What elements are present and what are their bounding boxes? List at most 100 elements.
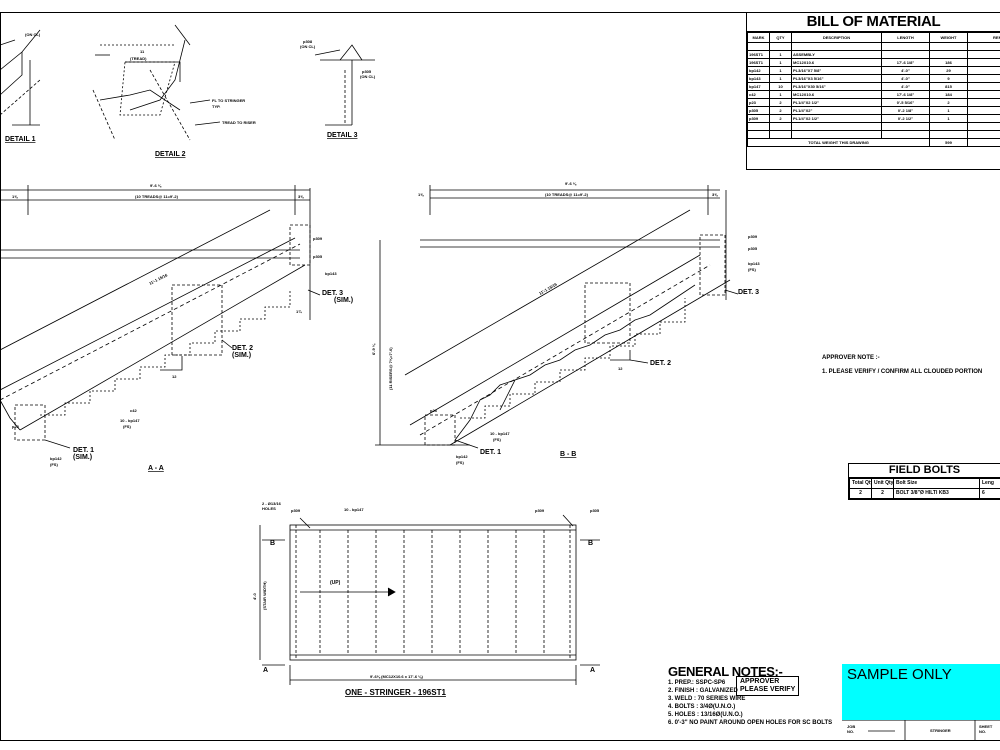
title-strip-job: JOB [847, 724, 855, 729]
bom-cell [791, 122, 882, 131]
bom-cell [967, 82, 1000, 91]
general-note-item: 3. WELD : 70 SERIES WIRE [668, 696, 746, 702]
bom-cell: 815 [929, 82, 968, 91]
bom-cell: 4'-0" [881, 74, 930, 83]
title-strip-sheet-no: NO. [979, 729, 986, 734]
detail-2-typ-note: TYP. [212, 104, 220, 109]
field-bolts-header-cell: Bolt Size [893, 478, 980, 489]
bom-cell: 29 [929, 66, 968, 75]
general-note-item: 6. 0'-3" NO PAINT AROUND OPEN HOLES FOR … [668, 720, 833, 726]
view-a-top-dim: 9'-6 ⅜ [150, 183, 162, 188]
bom-cell: p309 [747, 114, 770, 123]
detail-2-tread-label: (TREAD) [130, 56, 147, 61]
plan-section-b-right: B [588, 540, 593, 547]
bom-cell [881, 42, 930, 51]
field-bolts-cell: 6 [979, 488, 1000, 499]
view-b-bp142: bp142 [456, 454, 468, 459]
view-a-slope: 11'-1 15/16 [148, 272, 169, 286]
view-b-treads: (10 TREADS@ 11=9'-2) [545, 192, 589, 197]
view-b-top-dim: 9'-6 ⅜ [565, 181, 577, 186]
bom-cell [881, 130, 930, 139]
field-bolts-cell: 2 [849, 488, 872, 499]
detail-1 [0, 29, 41, 126]
bom-cell [967, 98, 1000, 107]
detail-2-label: DETAIL 2 [155, 151, 186, 158]
view-a-p305: p305 [313, 254, 323, 259]
detail-3-p305: p305 [362, 69, 372, 74]
detail-3-p308: p308 [303, 39, 313, 44]
bom-cell: 1 [929, 106, 968, 115]
general-note-item: 1. PREP.: SSPC-SP6 [668, 680, 726, 686]
bom-header-cell: WEIGHT [929, 32, 968, 43]
bom-cell: c42 [747, 90, 770, 99]
view-a-label: A - A [148, 465, 164, 472]
bom-cell: 184 [929, 90, 968, 99]
bom-cell [769, 42, 792, 51]
bom-cell: 9 [929, 74, 968, 83]
bom-cell [929, 122, 968, 131]
view-b-p305: p305 [748, 246, 758, 251]
bom-cell: 0'-2 1/8" [881, 106, 930, 115]
bom-cell: 4'-0" [881, 66, 930, 75]
bom-row [747, 130, 1000, 139]
view-b-bp143: bp143 [748, 261, 760, 266]
field-bolts-header-cell: Total Qty. [849, 478, 872, 489]
view-a-right-dim: 3⅝ [298, 194, 304, 199]
bom-cell: PL3/16"X30 5/16" [791, 82, 882, 91]
title-strip-stringer: STRINGER [930, 728, 951, 733]
bom-cell [881, 50, 930, 59]
approver-verify: PLEASE VERIFY [740, 686, 796, 693]
bom-total-rem [967, 138, 1000, 147]
view-a-bp143: bp143 [325, 271, 337, 276]
bom-cell [967, 74, 1000, 83]
bom-cell [967, 90, 1000, 99]
bom-cell: 0'-2 1/2" [881, 114, 930, 123]
bom-cell [769, 130, 792, 139]
view-b-det3: DET. 3 [738, 289, 759, 296]
bom-cell: PL1/4"X2" [791, 106, 882, 115]
view-b-right-dim: 3⅝ [712, 192, 718, 197]
bom-cell: 186 [929, 58, 968, 67]
field-bolts: FIELD BOLTS Total Qty.Unit Qty.Bolt Size… [848, 463, 1000, 500]
detail-2-11-label: 11 [140, 49, 145, 54]
bom-cell [791, 130, 882, 139]
bom-cell: p305 [747, 106, 770, 115]
bom-cell: MC12X10.6 [791, 90, 882, 99]
bom-cell [747, 42, 770, 51]
bom-cell [929, 130, 968, 139]
view-b-slope-12: 12 [618, 366, 623, 371]
view-a-det1: DET. 1 [73, 447, 94, 454]
view-b-fs: (FS) [748, 267, 756, 272]
bom-cell: bp142 [747, 66, 770, 75]
bom-cell [747, 130, 770, 139]
detail-2-tread-riser-note: TREAD TO RISER [222, 120, 256, 125]
plan-p309-left: p309 [291, 508, 301, 513]
bom-cell: PL1/4"X2 1/2" [791, 98, 882, 107]
bom-table: MARKQTYDESCRIPTIONLENGTHWEIGHTREM 196ST1… [747, 32, 1000, 147]
general-note-item: 4. BOLTS : 3/4Ø(U.N.O.) [668, 704, 736, 710]
field-bolts-cell: BOLT 3/8"Ø HILTI KB3 [893, 488, 980, 499]
view-a-fs2: (FS) [50, 462, 58, 467]
plan-width-2: (STAIR WIDTH) [262, 581, 267, 610]
detail-2 [92, 24, 221, 141]
detail-1-label: DETAIL 1 [5, 136, 36, 143]
title-strip-no: NO. [847, 729, 854, 734]
view-b-vert-dim-2: 6'-9 ⅜ [371, 343, 376, 355]
view-a-slope-12: 12 [172, 374, 177, 379]
view-b-bp147: 10 - bp147 [490, 431, 510, 436]
view-b-label: B - B [560, 451, 576, 458]
detail-3-oncl: (ON CL) [300, 44, 316, 49]
sample-only-text: SAMPLE ONLY [847, 666, 952, 683]
bom-cell: 1 [769, 58, 792, 67]
bom-cell: PL3/16"X3 5/16" [791, 74, 882, 83]
